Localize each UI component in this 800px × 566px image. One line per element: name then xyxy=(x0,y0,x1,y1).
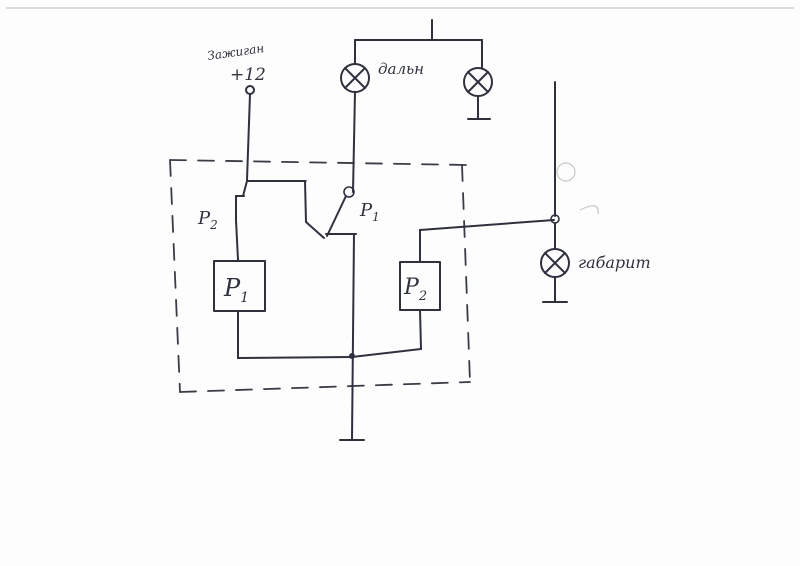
coil-p2-label: P2 xyxy=(403,275,427,304)
erased-marks xyxy=(556,162,599,215)
common-return-wire xyxy=(351,233,355,441)
contact-p1-label: P1 xyxy=(359,200,380,224)
ignition-wire xyxy=(246,93,251,181)
ignition-terminal xyxy=(245,85,255,95)
relay-block-outline xyxy=(169,159,471,393)
high-beam-supply xyxy=(354,19,483,69)
lamp1-feed-wire xyxy=(352,91,356,193)
high-beam-lamp-2 xyxy=(463,67,493,120)
high-beam-lamp-1 xyxy=(340,63,370,93)
relay-contact-p2 xyxy=(235,180,248,261)
relay-contact-p1 xyxy=(305,186,357,239)
ignition-label: Зажиган xyxy=(206,41,265,63)
relay-coil-p1 xyxy=(213,260,353,359)
relay-coil-p2 xyxy=(351,219,555,358)
coil-p1-label: P1 xyxy=(223,274,249,306)
voltage-label: +12 xyxy=(230,65,266,85)
parking-light-wire xyxy=(550,81,560,249)
parking-lamp xyxy=(540,248,570,303)
contact-bus-drop xyxy=(304,180,307,223)
contact-p2-label: P2 xyxy=(197,208,218,232)
parking-label: габарит xyxy=(578,253,651,272)
high-beam-label: дальн xyxy=(378,60,424,78)
